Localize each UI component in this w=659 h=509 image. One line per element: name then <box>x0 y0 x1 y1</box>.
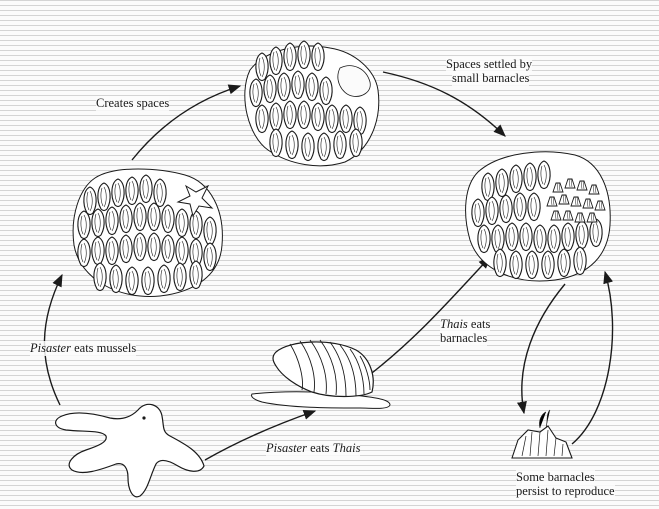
label-pisaster-eats-thais: Pisaster eats Thais <box>266 441 360 456</box>
mussel-bed-with-barnacles <box>466 152 611 281</box>
label-eats: eats <box>468 317 491 331</box>
label-eats-mussels: eats mussels <box>71 341 136 355</box>
label-thais-italic-2: Thais <box>333 441 361 455</box>
label-barnacles: barnacles <box>440 331 487 346</box>
label-thais-italic: Thais <box>440 317 468 331</box>
mussel-bed-with-starfish <box>73 169 222 297</box>
label-creates-spaces: Creates spaces <box>96 96 169 111</box>
label-pisaster-italic: Pisaster <box>30 341 71 355</box>
label-eats-word: eats <box>307 441 333 455</box>
label-pisaster-eats-mussels: Pisaster eats mussels <box>30 341 136 356</box>
label-persist-line-2: persist to reproduce <box>516 484 615 499</box>
label-thais-eats: Thais eats <box>440 317 490 332</box>
label-persist-line-1: Some barnacles <box>516 470 595 485</box>
label-spaces-settled-line-1: Spaces settled by <box>446 57 532 72</box>
label-spaces-settled-line-2: small barnacles <box>452 71 529 86</box>
label-pisaster-italic-2: Pisaster <box>266 441 307 455</box>
mussel-bed-with-gap <box>245 41 379 166</box>
